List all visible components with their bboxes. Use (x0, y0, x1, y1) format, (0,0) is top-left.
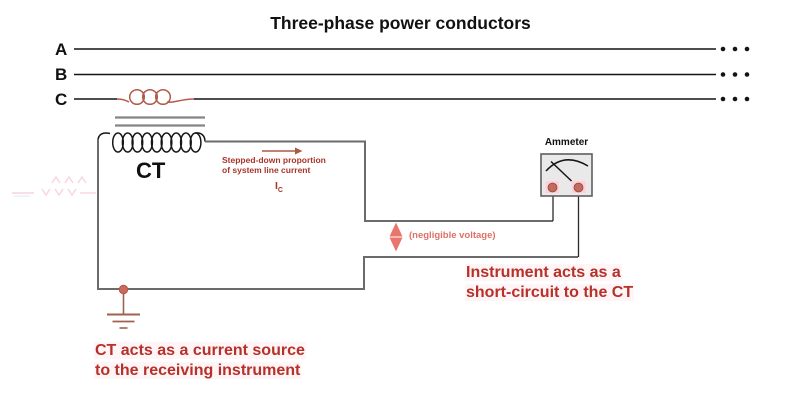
ct-core-icon (115, 116, 205, 127)
instrument-line1: Instrument acts as a (465, 264, 622, 281)
continuation-dots-icon (720, 46, 750, 102)
stepped-down-annotation: Stepped-down proportion of system line c… (222, 155, 326, 175)
phase-label-b: B (55, 65, 68, 84)
ct-source-annotation: CT acts as a current source to the recei… (94, 341, 306, 380)
phase-label-c: C (55, 90, 68, 109)
stepped-down-line2: of system line current (222, 165, 311, 176)
meter-scale-arc (545, 159, 589, 172)
current-direction-arrow-icon (262, 147, 303, 155)
current-symbol-letter: I (275, 180, 278, 192)
ammeter-terminal-leads (552, 191, 580, 257)
ground-junction-dot (118, 284, 129, 295)
phase-label-a: A (55, 40, 68, 59)
diagram-title: Three-phase power conductors (270, 13, 531, 33)
current-symbol-label: IC (275, 180, 283, 194)
ct-source-line2: to the receiving instrument (94, 361, 302, 379)
ammeter-label: Ammeter (544, 137, 589, 148)
negligible-voltage-label: (negligible voltage) (409, 230, 496, 241)
meter-needle (550, 160, 573, 182)
ct-secondary-coil-icon (97, 132, 206, 153)
current-symbol-subscript: C (277, 187, 283, 195)
ghost-watermark (12, 175, 96, 197)
terminal-left (547, 182, 558, 193)
ct-primary-coil-icon (116, 88, 195, 106)
phase-conductor-lines (74, 48, 716, 100)
secondary-circuit-wires (97, 139, 578, 290)
ct-source-line1: CT acts as a current source (94, 342, 306, 359)
stepped-down-line1: Stepped-down proportion (222, 155, 326, 165)
ammeter-icon (540, 153, 593, 197)
instrument-annotation: Instrument acts as a short-circuit to th… (465, 263, 635, 302)
instrument-line2: short-circuit to the CT (465, 283, 635, 301)
voltage-double-arrow-icon (389, 222, 403, 252)
ct-label: CT (136, 158, 166, 183)
terminal-right (573, 182, 584, 193)
ground-icon (107, 284, 140, 329)
